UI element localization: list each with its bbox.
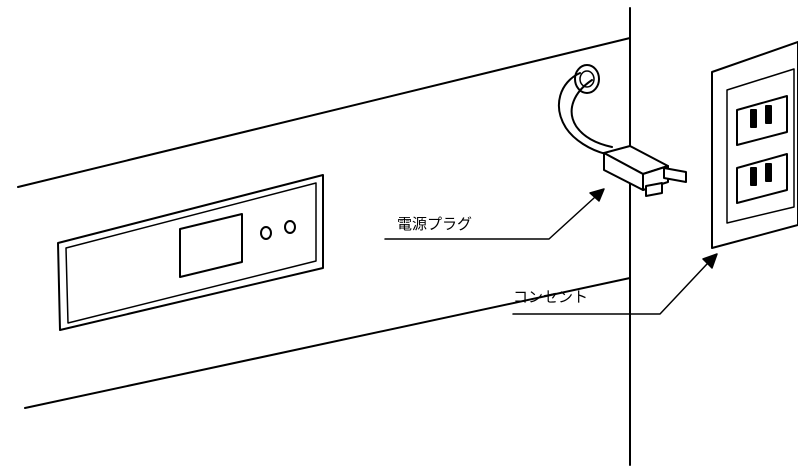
power-plug-prong-lower xyxy=(645,182,663,197)
power-cord-strand-a xyxy=(557,72,607,155)
outlet-leader-line xyxy=(512,263,708,315)
cord-grommet-inner xyxy=(579,70,595,88)
outlet-arrowhead xyxy=(702,253,718,269)
power-plug-label: 電源プラグ xyxy=(397,215,472,233)
power-plug-leader-line xyxy=(384,197,595,240)
power-cord-strand-b xyxy=(570,79,613,148)
indicator-lamp-right xyxy=(284,220,296,234)
outlet-socket-upper xyxy=(736,95,788,146)
outlet-plate-inner xyxy=(726,68,795,224)
outlet-socket-lower-slot-left xyxy=(750,167,757,186)
power-plug-arrowhead xyxy=(589,188,605,202)
outlet-socket-upper-slot-right xyxy=(765,105,772,124)
power-plug-prong-upper xyxy=(663,167,687,183)
panel-bottom-edge xyxy=(24,277,631,409)
indicator-lamp-left xyxy=(260,226,272,240)
panel-top-edge xyxy=(17,37,631,188)
outlet-socket-lower xyxy=(736,153,788,204)
cord-grommet-outer xyxy=(574,64,600,94)
outlet-plate-outer xyxy=(711,41,798,249)
display-window xyxy=(179,213,243,278)
control-panel-inner-frame xyxy=(65,182,317,324)
outlet-label: コンセント xyxy=(513,288,588,306)
outlet-socket-upper-slot-left xyxy=(750,109,757,128)
control-panel-outer-frame xyxy=(57,174,324,331)
outlet-socket-lower-slot-right xyxy=(765,163,772,182)
